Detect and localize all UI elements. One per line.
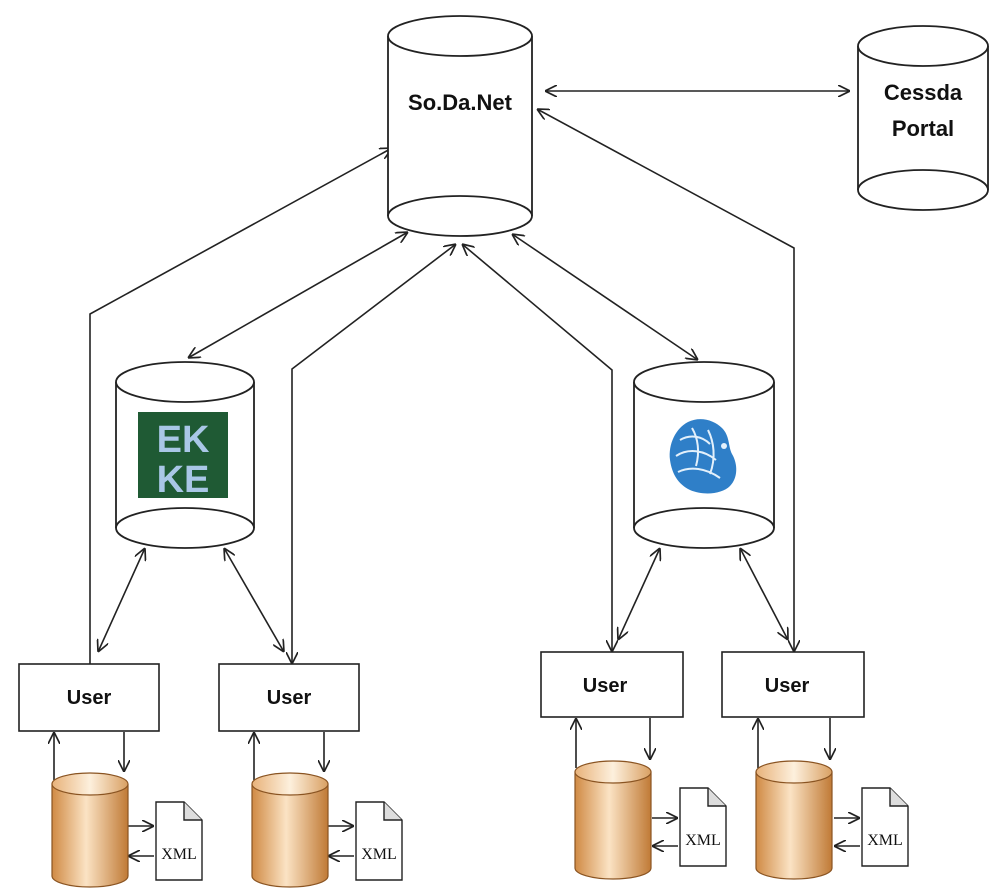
user2-sodanet-arrow (292, 244, 456, 664)
cessda-label-line2: Portal (892, 116, 954, 141)
xml-document-1: XML (155, 801, 203, 881)
sodanet-database: So.Da.Net (387, 15, 533, 237)
user1-sodanet-arrow (89, 148, 392, 664)
ekke-logo-text-bottom: KE (157, 459, 210, 501)
user-box-2: User (218, 663, 360, 732)
user-3-label: User (583, 675, 628, 697)
cessda-label-line1: Cessda (884, 80, 963, 105)
xml-document-3: XML (679, 787, 727, 867)
ekke-logo: EK KE (138, 412, 228, 501)
user-box-4: User (721, 651, 865, 718)
local-database-3 (574, 760, 652, 880)
user-box-1: User (18, 663, 160, 732)
xml-document-4: XML (861, 787, 909, 867)
user-1-label: User (67, 687, 112, 709)
connectors (54, 91, 860, 856)
xml-2-label: XML (361, 846, 397, 863)
sodanet-ekke-arrow (188, 232, 408, 358)
user-box-3: User (540, 651, 684, 718)
xml-3-label: XML (685, 832, 721, 849)
ekke-user1-arrow (98, 548, 145, 652)
sodanet-uoa-arrow (512, 234, 698, 360)
user4-sodanet-arrow (537, 109, 794, 652)
xml-1-label: XML (161, 846, 197, 863)
xml-4-label: XML (867, 832, 903, 849)
ekke-database: EK KE (115, 361, 255, 549)
user3-sodanet-arrow (462, 244, 612, 652)
user-2-label: User (267, 687, 312, 709)
uoa-user3-arrow (618, 548, 660, 640)
xml-document-2: XML (355, 801, 403, 881)
sodanet-label: So.Da.Net (408, 90, 513, 115)
local-database-4 (755, 760, 833, 880)
user-4-label: User (765, 675, 810, 697)
uoa-database (633, 361, 775, 549)
cessda-portal-database: Cessda Portal (857, 25, 989, 211)
ekke-logo-text-top: EK (157, 419, 210, 461)
local-database-1 (51, 772, 129, 888)
university-of-athens-logo (669, 419, 737, 494)
ekke-user2-arrow (224, 548, 284, 652)
local-database-2 (251, 772, 329, 888)
uoa-user4-arrow (740, 548, 788, 640)
